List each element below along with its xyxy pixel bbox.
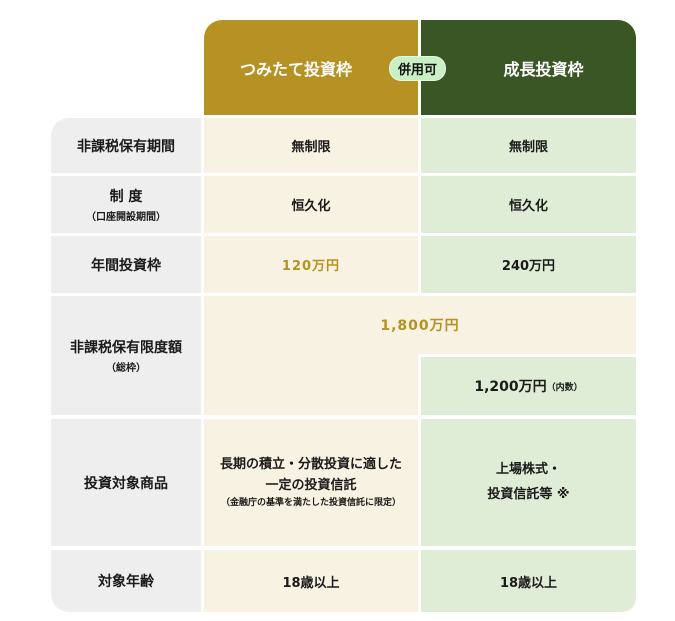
total-limit-left-bg: [204, 354, 418, 415]
growth-total-limit: 1,200万円 （内数）: [421, 357, 636, 415]
tsumitate-holding-period: 無制限: [204, 118, 418, 173]
tsumitate-annual-limit: 120万円: [204, 236, 418, 293]
value-text: 恒久化: [291, 199, 331, 214]
label-text: 年間投資枠: [91, 257, 161, 274]
value-text: 120万円: [281, 259, 341, 274]
value-text: 無制限: [508, 140, 548, 155]
row-label-total-limit: 非課税保有限度額 （総枠）: [51, 296, 201, 415]
row-label-annual-limit: 年間投資枠: [51, 236, 201, 293]
growth-system: 恒久化: [421, 176, 636, 233]
value-note: （金融庁の基準を満たした投資信託に限定）: [220, 498, 401, 508]
label-text: 対象年齢: [98, 574, 154, 590]
total-limit-merged: 1,800万円: [204, 296, 636, 354]
tsumitate-system: 恒久化: [204, 176, 418, 233]
total-limit-merged-bg: [204, 296, 636, 354]
header-growth-label: 成長投資枠: [503, 59, 584, 79]
value-text: 無制限: [291, 140, 331, 155]
value-line1: 長期の積立・分散投資に適した: [219, 457, 402, 473]
label-text: 非課税保有期間: [77, 138, 175, 155]
header-growth: 成長投資枠: [421, 20, 636, 115]
label-text: 投資対象商品: [84, 475, 168, 492]
value-text: 18歳以上: [499, 575, 558, 591]
value-text: 240万円: [501, 259, 556, 274]
label-subtext: （口座開設期間）: [86, 212, 166, 223]
growth-eligible-products: 上場株式・ 投資信託等 ※: [421, 419, 636, 546]
row-label-system: 制 度 （口座開設期間）: [51, 176, 201, 233]
tsumitate-eligible-products: 長期の積立・分散投資に適した 一定の投資信託 （金融庁の基準を満たした投資信託に…: [204, 419, 418, 546]
value-line2: 投資信託等 ※: [487, 486, 570, 502]
label-subtext: （総枠）: [106, 363, 146, 374]
value-line1: 上場株式・: [495, 461, 561, 477]
growth-holding-period: 無制限: [421, 118, 636, 173]
label-text: 非課税保有限度額: [70, 340, 182, 356]
header-tsumitate-label: つみたて投資枠: [239, 59, 352, 79]
growth-annual-limit: 240万円: [421, 236, 636, 293]
value-text: 18歳以上: [282, 575, 340, 591]
label-text: 制 度: [109, 189, 143, 205]
value-note: （内数）: [546, 382, 583, 393]
tsumitate-eligible-age: 18歳以上: [204, 550, 418, 612]
combinable-badge: 併用可: [390, 57, 446, 80]
value-text: 1,800万円: [380, 318, 460, 334]
value-text: 恒久化: [508, 199, 548, 214]
header-tsumitate: つみたて投資枠: [204, 20, 418, 115]
row-label-eligible-age: 対象年齢: [51, 550, 201, 612]
value-line2: 一定の投資信託: [265, 478, 357, 494]
value-text: 1,200万円: [474, 379, 547, 395]
growth-eligible-age: 18歳以上: [421, 550, 636, 612]
row-label-holding-period: 非課税保有期間: [51, 118, 201, 173]
row-label-eligible-products: 投資対象商品: [51, 419, 201, 546]
